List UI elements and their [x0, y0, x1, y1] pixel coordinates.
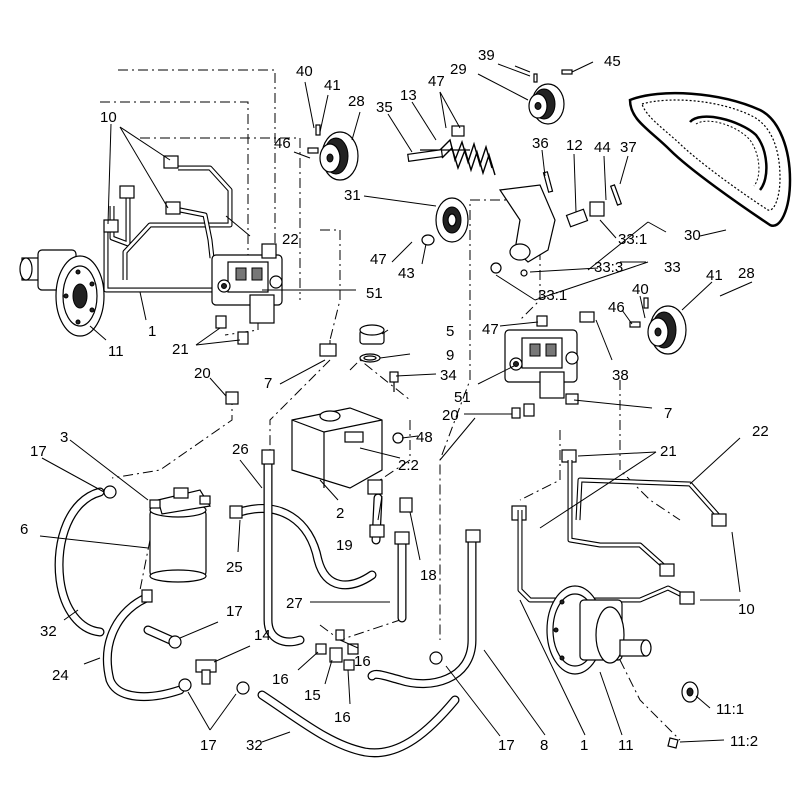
c-7b: 7: [664, 405, 672, 422]
c-37: 37: [620, 139, 637, 156]
c-18: 18: [420, 567, 437, 584]
c-10a: 10: [100, 109, 117, 126]
c-28b: 28: [738, 265, 755, 282]
c-6: 6: [20, 521, 28, 538]
c-30: 30: [684, 227, 701, 244]
c-33-3: 33:3: [594, 259, 623, 276]
c-48: 48: [416, 429, 433, 446]
c-17a: 17: [30, 443, 47, 460]
right-idler-pulley: [629, 297, 687, 355]
drive-belt: [628, 91, 792, 227]
c-5: 5: [446, 323, 454, 340]
c-22a: 22: [282, 231, 299, 248]
c-39: 39: [478, 47, 495, 64]
c-24: 24: [52, 667, 69, 684]
c-17b: 17: [226, 603, 243, 620]
c-16c: 16: [334, 709, 351, 726]
c-3: 3: [60, 429, 68, 446]
right-hydraulic-tubes: [517, 460, 727, 605]
c-32b: 32: [246, 737, 263, 754]
c-17d: 17: [498, 737, 515, 754]
c-33-1a: 33:1: [618, 231, 647, 248]
c-1b: 1: [580, 737, 588, 754]
c-41a: 41: [324, 77, 341, 94]
callout-labels: 39 45 29 47 40 41 13 35 28 10 46 36 12 4…: [20, 47, 769, 754]
c-11-2: 11:2: [730, 733, 758, 750]
c-11-1: 11:1: [716, 701, 744, 718]
c-9: 9: [446, 347, 454, 364]
c-16a: 16: [272, 671, 289, 688]
leader-lines: [39, 61, 753, 743]
c-34: 34: [440, 367, 457, 384]
c-28a: 28: [348, 93, 365, 110]
c-41b: 41: [706, 267, 723, 284]
c-46b: 46: [608, 299, 625, 316]
c-45: 45: [604, 53, 621, 70]
c-15: 15: [304, 687, 321, 704]
c-8: 8: [540, 737, 548, 754]
c-17c: 17: [200, 737, 217, 754]
c-38: 38: [612, 367, 629, 384]
c-13: 13: [400, 87, 417, 104]
c-29: 29: [450, 61, 467, 78]
c-21a: 21: [172, 341, 189, 358]
c-40b: 40: [632, 281, 649, 298]
c-47c: 47: [482, 321, 499, 338]
c-40a: 40: [296, 63, 313, 80]
c-43: 43: [398, 265, 415, 282]
c-47a: 47: [428, 73, 445, 90]
c-20a: 20: [194, 365, 211, 382]
hydraulic-tank: [291, 324, 404, 489]
upper-right-pulley: [528, 69, 573, 125]
c-11a: 11: [108, 343, 124, 360]
left-idler-pulley: [307, 124, 359, 181]
fittings: [103, 315, 577, 695]
c-21b: 21: [660, 443, 677, 460]
c-51b: 51: [454, 389, 471, 406]
idler-bracket: [490, 171, 623, 277]
right-wheel-motor: [546, 585, 699, 749]
c-14: 14: [254, 627, 271, 644]
c-2-2: 2:2: [398, 457, 419, 474]
c-33-1b: 33:1: [538, 287, 567, 304]
c-22b: 22: [752, 423, 769, 440]
c-47b: 47: [370, 251, 387, 268]
c-46a: 46: [274, 135, 291, 152]
c-19: 19: [336, 537, 353, 554]
c-26: 26: [232, 441, 249, 458]
hoses: [54, 455, 477, 758]
c-33: 33: [664, 259, 681, 276]
c-31: 31: [344, 187, 361, 204]
c-10b: 10: [738, 601, 755, 618]
c-7a: 7: [264, 375, 272, 392]
c-32a: 32: [40, 623, 57, 640]
c-51a: 51: [366, 285, 383, 302]
c-2: 2: [336, 505, 344, 522]
c-27: 27: [286, 595, 303, 612]
left-pump: [211, 243, 283, 324]
right-pump: [504, 311, 595, 405]
left-hydraulic-tubes: [103, 155, 233, 293]
oil-filter: [149, 487, 211, 583]
c-16b: 16: [354, 653, 371, 670]
c-20b: 20: [442, 407, 459, 424]
tension-spring-assembly: [407, 125, 496, 246]
c-12: 12: [566, 137, 583, 154]
c-11b: 11: [618, 737, 634, 754]
c-35: 35: [376, 99, 393, 116]
c-1a: 1: [148, 323, 156, 340]
left-wheel-motor: [19, 249, 105, 337]
c-36: 36: [532, 135, 549, 152]
c-44: 44: [594, 139, 611, 156]
c-25: 25: [226, 559, 243, 576]
